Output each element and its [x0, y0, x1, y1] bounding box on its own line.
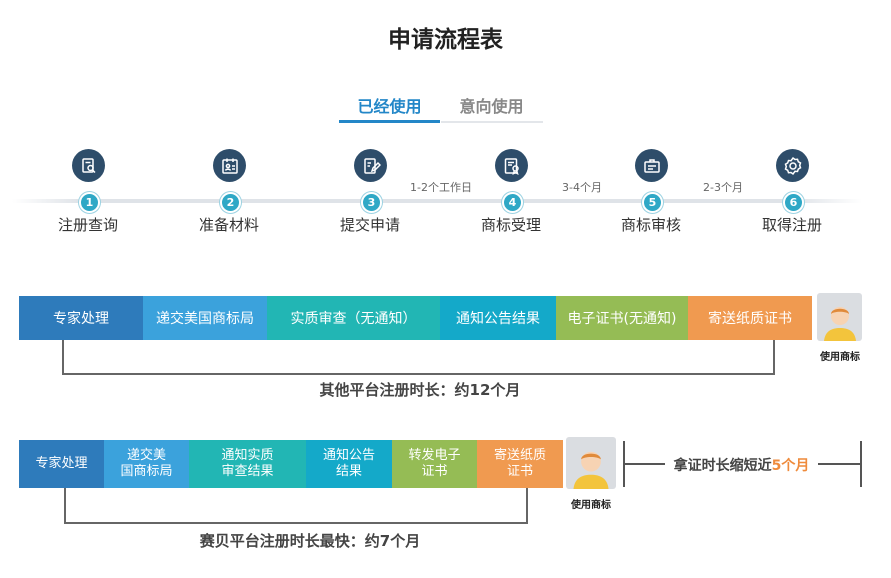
- row2-segment-mail: 寄送纸质 证书: [477, 440, 563, 488]
- shorten-line-left: [625, 463, 665, 465]
- step-number: 3: [361, 192, 382, 213]
- avatar-label: 使用商标: [571, 500, 611, 511]
- timeline-track: [12, 199, 862, 203]
- person-icon: [823, 307, 856, 341]
- row2-bracket: [64, 488, 528, 524]
- row2-segment-exam: 通知实质 审查结果: [189, 440, 306, 488]
- step-label: 取得注册: [761, 216, 822, 234]
- row1-segment-mail: 寄送纸质证书: [688, 296, 812, 340]
- gap-label: 2-3个月: [703, 181, 743, 194]
- shorten-line-right: [818, 463, 860, 465]
- step-label: 准备材料: [198, 216, 259, 234]
- shorten-left-tick: [623, 441, 625, 487]
- certificate-icon: [495, 149, 528, 182]
- row1-bracket: [62, 340, 775, 375]
- step-number: 6: [783, 192, 804, 213]
- tab-inactive-underline: [441, 121, 543, 123]
- row2-caption: 赛贝平台注册时长最快：约7个月: [199, 532, 421, 550]
- row2-segment-publish: 通知公告 结果: [306, 440, 392, 488]
- gap-label: 1-2个工作日: [410, 181, 472, 194]
- avatar: [566, 437, 616, 489]
- row1-segment-expert: 专家处理: [19, 296, 143, 340]
- row1-caption: 其他平台注册时长：约12个月: [319, 381, 521, 399]
- shorten-label: 拿证时长缩短近5个月: [664, 455, 819, 475]
- row2-segment-expert: 专家处理: [19, 440, 104, 488]
- shorten-right-tick: [860, 441, 862, 487]
- tab-intend-to-use[interactable]: 意向使用: [459, 97, 524, 116]
- step-label: 商标审核: [620, 216, 681, 234]
- row1-segment-submit: 递交美国商标局: [143, 296, 267, 340]
- person-icon: [573, 451, 609, 489]
- seal-icon: [776, 149, 809, 182]
- shorten-value: 5个月: [771, 458, 810, 474]
- row1-segment-exam: 实质审查（无通知）: [267, 296, 440, 340]
- avatar-label: 使用商标: [820, 352, 860, 363]
- step-label: 商标受理: [480, 216, 541, 234]
- tab-active-underline: [339, 120, 440, 123]
- row2-segment-ecert: 转发电子 证书: [392, 440, 477, 488]
- step-number: 4: [502, 192, 523, 213]
- step-number: 5: [642, 192, 663, 213]
- row1-segment-ecert: 电子证书(无通知): [556, 296, 688, 340]
- row2-segment-submit: 递交美 国商标局: [104, 440, 189, 488]
- avatar: [817, 293, 862, 341]
- step-number: 2: [220, 192, 241, 213]
- shorten-prefix: 拿证时长缩短近: [673, 458, 772, 474]
- id-card-icon: [213, 149, 246, 182]
- step-number: 1: [79, 192, 100, 213]
- step-label: 注册查询: [57, 216, 118, 234]
- step-label: 提交申请: [339, 216, 400, 234]
- badge-icon: [635, 149, 668, 182]
- row1-segment-publish: 通知公告结果: [440, 296, 556, 340]
- edit-document-icon: [354, 149, 387, 182]
- gap-label: 3-4个月: [562, 181, 602, 194]
- search-document-icon: [72, 149, 105, 182]
- page-title: 申请流程表: [388, 27, 503, 53]
- tab-already-using[interactable]: 已经使用: [357, 97, 422, 116]
